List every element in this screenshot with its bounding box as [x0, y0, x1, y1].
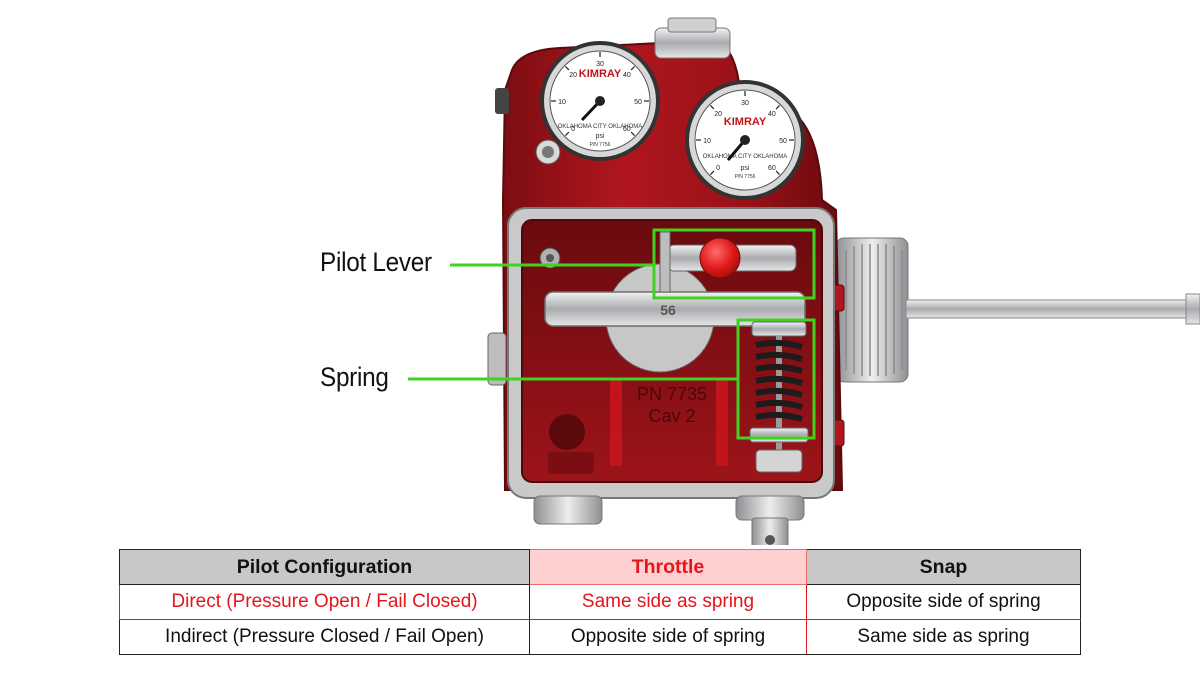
gauge-unit: psi	[596, 133, 605, 140]
table-row-indirect: Indirect (Pressure Closed / Fail Open) O…	[119, 619, 1081, 655]
gauge-tick	[564, 65, 570, 71]
header-throttle: Throttle	[529, 549, 807, 585]
gauge-scale-label: 10	[703, 138, 711, 145]
casting-cav: Cav 2	[648, 406, 695, 426]
table-header-row: Pilot Configuration Throttle Snap	[119, 549, 1081, 585]
pilot-lever-label: Pilot Lever	[320, 247, 432, 277]
pilot-configuration-table: Pilot Configuration Throttle Snap Direct…	[119, 549, 1081, 655]
gauge-scale-label: 40	[768, 111, 776, 118]
gauge-scale-label: 20	[714, 111, 722, 118]
main-lever: 56	[544, 263, 806, 373]
gauge-location: OKLAHOMA CITY OKLAHOMA	[558, 124, 643, 130]
gauge-scale-label: 0	[716, 165, 720, 172]
gauge-tick	[630, 131, 636, 137]
cell-indirect-snap: Same side as spring	[806, 619, 1081, 655]
cell-direct-throttle: Same side as spring	[529, 584, 807, 620]
gauge-tick	[564, 131, 570, 137]
lever-tag: 56	[660, 302, 676, 318]
gauge-scale-label: 30	[596, 61, 604, 68]
gauge-scale-label: 60	[623, 126, 631, 133]
gauge-tick	[775, 170, 781, 176]
pilot-lever-callout	[450, 228, 816, 300]
gauge-unit: psi	[741, 165, 750, 172]
gauge-tick	[709, 104, 715, 110]
cell-direct-snap: Opposite side of spring	[806, 584, 1081, 620]
gauge-location: OKLAHOMA CITY OKLAHOMA	[703, 154, 788, 160]
threaded-connection	[835, 237, 1200, 383]
gauge-scale-label: 50	[779, 138, 787, 145]
gauge-scale-label: 50	[634, 99, 642, 106]
gauge-scale-label: 30	[741, 100, 749, 107]
spring-label: Spring	[320, 362, 389, 392]
gauge-tick	[775, 104, 781, 110]
pilot-lever-part	[659, 231, 797, 293]
cell-indirect-throttle: Opposite side of spring	[529, 619, 807, 655]
header-pilot-configuration: Pilot Configuration	[119, 549, 530, 585]
gauge-scale-label: 0	[571, 126, 575, 133]
gauge-tick	[709, 170, 715, 176]
pressure-gauge-left: KIMRAY OKLAHOMA CITY OKLAHOMA psi P/N 77…	[540, 41, 660, 161]
gauge-brand: KIMRAY	[724, 116, 767, 128]
gauge-part-number: P/N 7756	[590, 142, 611, 148]
pressure-gauge-right: KIMRAY OKLAHOMA CITY OKLAHOMA psi P/N 77…	[685, 80, 805, 200]
header-snap: Snap	[806, 549, 1081, 585]
cell-indirect-config: Indirect (Pressure Closed / Fail Open)	[119, 619, 530, 655]
gauge-part-number: P/N 7756	[735, 174, 756, 180]
gauge-scale-label: 10	[558, 99, 566, 106]
cell-direct-config: Direct (Pressure Open / Fail Closed)	[119, 584, 530, 620]
pilot-assembly-photo: PN 7735 Cav 2 56 KIMRAY	[408, 17, 1200, 545]
gauge-scale-label: 60	[768, 165, 776, 172]
gauge-scale-label: 20	[569, 72, 577, 79]
spring-callout	[408, 318, 816, 440]
casting-part-number: PN 7735	[637, 384, 707, 404]
gauge-tick	[630, 65, 636, 71]
gauge-scale-label: 40	[623, 72, 631, 79]
bottom-fittings	[533, 495, 805, 545]
table-row-direct: Direct (Pressure Open / Fail Closed) Sam…	[119, 584, 1081, 620]
gauge-brand: KIMRAY	[579, 68, 622, 80]
